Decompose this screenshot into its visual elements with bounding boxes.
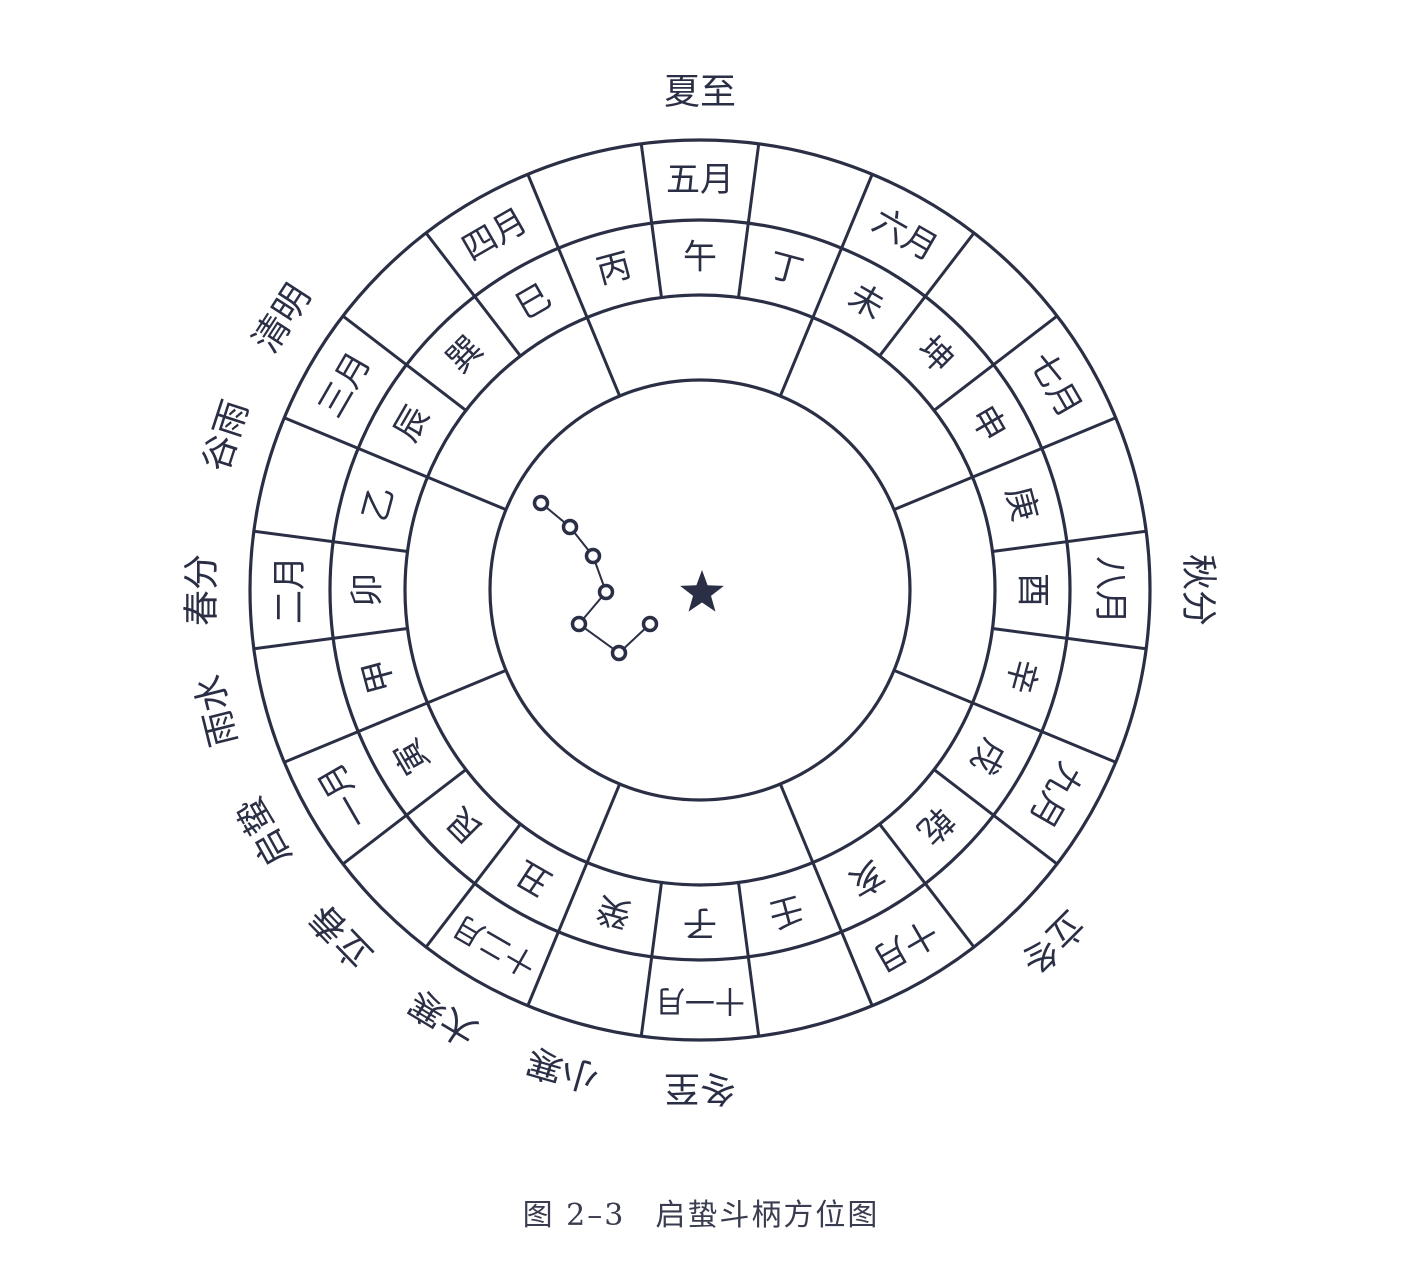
direction-label: 甲 bbox=[355, 654, 402, 697]
direction-label: 丙 bbox=[592, 245, 635, 292]
cell-divider bbox=[971, 701, 1117, 764]
band-divider bbox=[585, 783, 622, 864]
figure-caption: 图 2–3 启蛰斗柄方位图 bbox=[0, 1190, 1402, 1234]
direction-label: 亥 bbox=[842, 852, 891, 904]
month-ring-border bbox=[328, 218, 1072, 962]
solar-term-label: 立冬 bbox=[1012, 902, 1092, 982]
cell-divider bbox=[639, 882, 663, 1037]
direction-label: 寅 bbox=[386, 732, 438, 781]
direction-label: 巳 bbox=[509, 276, 558, 328]
direction-label: 丑 bbox=[509, 852, 558, 904]
star-dot-icon bbox=[561, 518, 579, 536]
direction-label: 辰 bbox=[386, 399, 438, 448]
solar-term-label: 夏至 bbox=[664, 72, 736, 113]
month-label: 四月 bbox=[456, 201, 535, 270]
cell-divider bbox=[424, 823, 522, 948]
band-divider bbox=[426, 475, 507, 512]
direction-label: 未 bbox=[842, 276, 891, 328]
direction-label: 子 bbox=[683, 903, 717, 943]
cell-divider bbox=[878, 232, 976, 357]
star-dot-icon bbox=[641, 615, 659, 633]
solar-term-label: 春分 bbox=[182, 554, 223, 626]
month-label: 六月 bbox=[866, 201, 945, 270]
solar-term-label: 启蛰 bbox=[229, 790, 300, 873]
star-dot-icon bbox=[570, 615, 588, 633]
big-dipper-constellation bbox=[532, 494, 659, 662]
direction-label: 午 bbox=[683, 238, 717, 278]
band-divider bbox=[893, 668, 974, 705]
direction-label: 壬 bbox=[764, 887, 807, 934]
cell-divider bbox=[639, 143, 663, 298]
band-divider bbox=[778, 316, 815, 397]
month-label: 五月 bbox=[666, 160, 734, 200]
cell-divider bbox=[342, 314, 467, 412]
direction-label: 艮 bbox=[439, 799, 491, 851]
direction-label: 卯 bbox=[348, 573, 388, 607]
band-divider bbox=[585, 316, 622, 397]
cell-divider bbox=[253, 529, 408, 553]
star-dot-icon bbox=[532, 494, 550, 512]
solar-term-label: 冬至 bbox=[664, 1068, 736, 1109]
band-divider bbox=[893, 475, 974, 512]
star-dot-icon bbox=[610, 644, 628, 662]
solar-term-label: 秋分 bbox=[1178, 554, 1219, 626]
caption-number: 图 2–3 bbox=[522, 1198, 626, 1233]
cell-divider bbox=[878, 823, 976, 948]
direction-label: 辛 bbox=[997, 654, 1044, 697]
cell-divider bbox=[992, 627, 1147, 651]
outer-ring bbox=[248, 138, 1152, 1042]
solar-term-label: 立春 bbox=[302, 896, 382, 976]
direction-label: 巽 bbox=[439, 329, 491, 381]
solar-term-label: 谷雨 bbox=[196, 396, 257, 477]
cell-dividers bbox=[253, 143, 1147, 1037]
pole-star-icon bbox=[680, 570, 724, 612]
band-divider bbox=[426, 668, 507, 705]
month-label: 八月 bbox=[1090, 556, 1130, 624]
month-label: 九月 bbox=[1021, 756, 1090, 835]
direction-label: 乙 bbox=[355, 482, 402, 525]
star-dot-icon bbox=[584, 547, 602, 565]
cell-divider bbox=[737, 143, 761, 298]
cell-divider bbox=[526, 173, 589, 319]
direction-label: 乾 bbox=[909, 799, 961, 851]
core-circle bbox=[488, 378, 912, 802]
cell-divider bbox=[811, 861, 874, 1007]
pole-star-icon bbox=[680, 570, 724, 612]
caption-title: 启蛰斗柄方位图 bbox=[655, 1198, 880, 1233]
cell-divider bbox=[342, 768, 467, 866]
cell-divider bbox=[971, 416, 1117, 479]
direction-label: 癸 bbox=[592, 887, 635, 934]
cell-divider bbox=[424, 232, 522, 357]
concentric-rings bbox=[248, 138, 1152, 1042]
direction-label: 酉 bbox=[1013, 573, 1053, 607]
solar-term-label: 小寒 bbox=[522, 1039, 603, 1098]
solar-term-label: 雨水 bbox=[188, 671, 245, 751]
direction-label: 申 bbox=[962, 399, 1014, 448]
star-dot-icon bbox=[597, 583, 615, 601]
cell-divider bbox=[992, 529, 1147, 553]
direction-label: 庚 bbox=[997, 482, 1044, 525]
month-label: 十月 bbox=[866, 911, 945, 980]
cell-divider bbox=[737, 882, 761, 1037]
direction-ring-border bbox=[403, 293, 997, 887]
solar-term-label: 大寒 bbox=[402, 981, 485, 1053]
month-label: 二月 bbox=[270, 556, 310, 624]
month-label: 三月 bbox=[311, 346, 380, 425]
month-label: 七月 bbox=[1021, 346, 1090, 425]
solar-term-label: 清明 bbox=[246, 277, 320, 360]
cell-divider bbox=[253, 627, 408, 651]
cell-divider bbox=[283, 416, 429, 479]
direction-label: 坤 bbox=[909, 329, 961, 381]
direction-label: 戌 bbox=[962, 732, 1014, 781]
cell-divider bbox=[933, 768, 1058, 866]
cell-divider bbox=[526, 861, 589, 1007]
month-label: 一月 bbox=[311, 756, 380, 835]
cell-divider bbox=[283, 701, 429, 764]
cell-divider bbox=[933, 314, 1058, 412]
cell-divider bbox=[811, 173, 874, 319]
band-divider bbox=[778, 783, 815, 864]
direction-label: 丁 bbox=[764, 245, 807, 292]
month-label: 十一月 bbox=[655, 983, 745, 1018]
